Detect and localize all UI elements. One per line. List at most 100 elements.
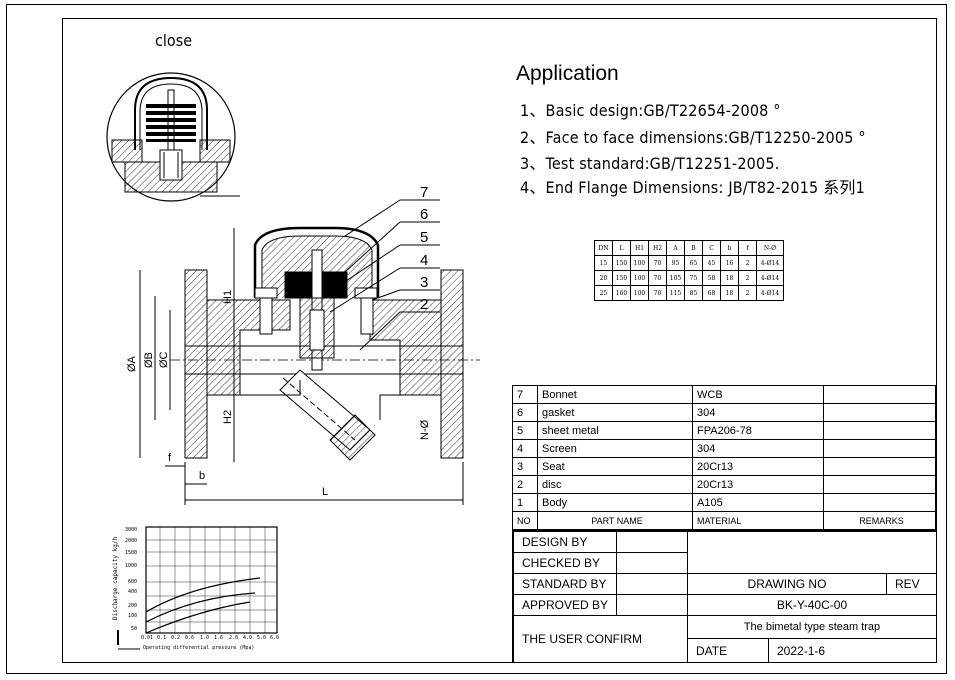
product-name-text: The bimetal type steam trap <box>743 621 881 633</box>
approved-by: APPROVED BY <box>513 594 617 616</box>
drawing-border <box>6 4 947 674</box>
table-cell: 70 <box>648 255 667 271</box>
table-cell: 58 <box>702 270 721 286</box>
table-row: 4 Screen 304 <box>512 439 936 458</box>
bom-material: 20Cr13 <box>692 475 824 494</box>
dim-l: L <box>322 486 329 498</box>
table-cell: 105 <box>666 270 685 286</box>
date-value: 2022-1-6 <box>768 638 937 663</box>
table-cell: 100 <box>630 255 649 271</box>
table-cell: 150 <box>612 255 631 271</box>
drawing-no-label: DRAWING NO <box>687 573 887 595</box>
bom-material: FPA206-78 <box>692 421 824 440</box>
callout-2: 2 <box>420 296 429 313</box>
chart-y-tick: 400 <box>128 589 138 595</box>
table-cell: 45 <box>702 255 721 271</box>
table-cell: 2 <box>738 270 757 286</box>
chart-x-tick: 0.2 <box>171 635 181 641</box>
chart-x-tick: 0.6 <box>185 635 195 641</box>
chart-y-tick: 100 <box>128 613 138 619</box>
chart-y-tick: 1000 <box>125 563 138 569</box>
table-row: 7 Bonnet WCB <box>512 385 936 404</box>
bom-part: disc <box>537 475 693 494</box>
application-line-4: 4、End Flange Dimensions: JB/T82-2015 系列1 <box>520 178 865 197</box>
header-cell: b <box>720 240 739 256</box>
table-cell: 4-Ø14 <box>756 285 784 301</box>
chart-y-tick: 50 <box>131 626 138 632</box>
bom-header-material: MATERIAL <box>692 511 824 530</box>
application-title: Application <box>516 62 619 85</box>
bom-part: Body <box>537 493 693 512</box>
bom-material: WCB <box>692 385 824 404</box>
checked-by: CHECKED BY <box>513 552 617 574</box>
application-line-3: 3、Test standard:GB/T12251-2005. <box>520 154 780 173</box>
chart-y-tick: 1500 <box>125 550 138 556</box>
date-label: DATE <box>687 638 769 663</box>
header-cell: C <box>702 240 721 256</box>
application-line-1: 1、Basic design:GB/T22654-2008 ° <box>520 101 781 120</box>
bom-remarks <box>823 475 936 494</box>
bom-material: 20Cr13 <box>692 457 824 476</box>
bom-remarks <box>823 493 936 512</box>
title-block-blank <box>687 531 937 574</box>
table-row: 15 150 100 70 95 65 45 16 2 4-Ø14 <box>594 255 784 271</box>
bom-no: 5 <box>512 421 538 440</box>
close-detail-view <box>106 72 236 202</box>
table-cell: 20 <box>594 270 613 286</box>
table-cell: 4-Ø14 <box>756 270 784 286</box>
chart-x-tick: 0.01 <box>141 635 154 641</box>
table-cell: 65 <box>684 255 703 271</box>
table-cell: 100 <box>630 270 649 286</box>
table-cell: 25 <box>594 285 613 301</box>
standard-by-value <box>616 573 688 595</box>
drawing-no-label-text: DRAWING NO <box>747 577 827 591</box>
dim-h1: H1 <box>222 289 234 304</box>
table-cell: 115 <box>666 285 685 301</box>
chart-x-tick: 1.6 <box>214 635 224 641</box>
chart-x-tick: 1.0 <box>200 635 210 641</box>
header-cell: DN <box>594 240 613 256</box>
checked-by-value <box>616 552 688 574</box>
table-row: 3 Seat 20Cr13 <box>512 457 936 476</box>
table-cell: 100 <box>630 285 649 301</box>
application-line-2: 2、Face to face dimensions:GB/T12250-2005… <box>520 128 866 147</box>
dimension-table-header: DN L H1 H2 A B C b f N-Ø <box>594 240 784 256</box>
header-cell: N-Ø <box>756 240 784 256</box>
chart-y-label: Discharge capacity kg/h <box>112 536 119 620</box>
drawing-number-text: BK-Y-40C-00 <box>776 598 848 612</box>
bom-remarks <box>823 385 936 404</box>
user-confirm: THE USER CONFIRM <box>513 615 688 663</box>
chart-x-tick: 6.0 <box>270 635 280 641</box>
chart-x-tick: 2.0 <box>229 635 239 641</box>
chart-x-label: Operating differential pressure (Mpa) <box>143 645 255 651</box>
table-cell: 160 <box>612 285 631 301</box>
table-cell: 2 <box>738 285 757 301</box>
table-row: 20 150 100 70 105 75 58 18 2 4-Ø14 <box>594 270 784 286</box>
bom-part: Screen <box>537 439 693 458</box>
table-cell: 95 <box>666 255 685 271</box>
bom-header-remarks: REMARKS <box>823 511 936 530</box>
chart-y-tick: 600 <box>128 579 138 585</box>
bom-material: 304 <box>692 439 824 458</box>
dim-h2: H2 <box>222 409 234 424</box>
dim-f: f <box>168 452 172 464</box>
bom-part: Bonnet <box>537 385 693 404</box>
close-view-label: close <box>155 31 193 50</box>
bom-material: 304 <box>692 403 824 422</box>
table-row: 1 Body A105 <box>512 493 936 512</box>
product-name: The bimetal type steam trap <box>687 615 937 639</box>
table-cell: 150 <box>612 270 631 286</box>
bom-material: A105 <box>692 493 824 512</box>
capacity-chart <box>117 526 278 650</box>
chart-x-tick: 4.0 <box>243 635 253 641</box>
table-cell: 85 <box>684 285 703 301</box>
bom-part: sheet metal <box>537 421 693 440</box>
drawing-number: BK-Y-40C-00 <box>687 594 937 616</box>
drawing-frame <box>62 18 937 663</box>
table-cell: 15 <box>594 255 613 271</box>
bom-header-row: NO PART NAME MATERIAL REMARKS <box>512 511 936 530</box>
table-cell: 18 <box>720 285 739 301</box>
dim-c: ØC <box>158 351 170 369</box>
table-cell: 68 <box>702 285 721 301</box>
